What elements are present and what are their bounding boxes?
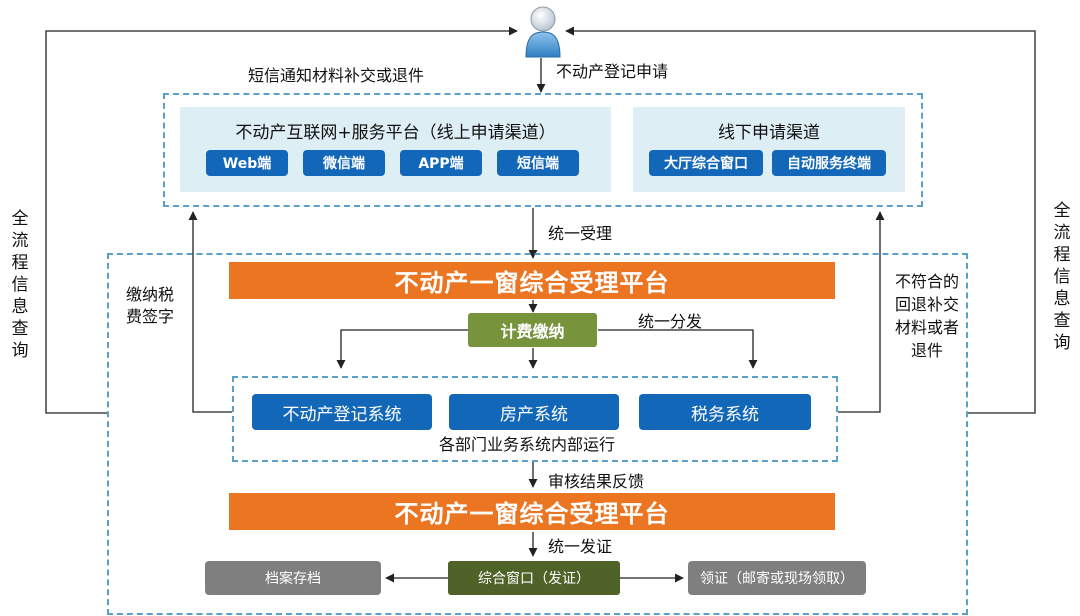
dispatch-right-line — [598, 329, 758, 369]
hall-window-button[interactable]: 大厅综合窗口 — [649, 150, 763, 176]
left-loop-line — [45, 26, 518, 414]
pay-sign-label: 缴纳税费签字 — [126, 284, 188, 328]
web-button[interactable]: Web端 — [206, 150, 288, 176]
review-feedback-label: 审核结果反馈 — [548, 472, 645, 491]
issuing-window-box[interactable]: 综合窗口（发证） — [448, 561, 620, 595]
online-channel-panel — [180, 107, 611, 192]
offline-channel-title: 线下申请渠道 — [718, 123, 820, 143]
pay-sign-line — [188, 211, 232, 413]
fee-payment-box[interactable]: 计费缴纳 — [468, 313, 597, 347]
systems-caption: 各部门业务系统内部运行 — [439, 435, 616, 454]
sms-button[interactable]: 短信端 — [497, 150, 579, 176]
pay-sign-text: 缴纳税费签字 — [126, 285, 175, 326]
unified-accept-label: 统一受理 — [548, 224, 613, 243]
housing-system-box[interactable]: 房产系统 — [449, 394, 619, 430]
dispatch-left-line — [336, 329, 468, 369]
reject-return-text: 不符合的回退补交材料或者退件 — [894, 272, 959, 360]
process-container — [107, 253, 968, 615]
reject-line — [838, 211, 885, 413]
registration-system-box[interactable]: 不动产登记系统 — [252, 394, 432, 430]
right-loop-line — [565, 26, 1036, 414]
full-query-label-right: 全流程信息查询 — [1053, 201, 1071, 353]
sms-notice-label: 短信通知材料补交或退件 — [248, 66, 425, 85]
user-icon — [522, 2, 564, 58]
wechat-button[interactable]: 微信端 — [303, 150, 385, 176]
tax-system-box[interactable]: 税务系统 — [639, 394, 811, 430]
reject-return-label: 不符合的回退补交材料或者退件 — [894, 270, 960, 362]
online-channel-title: 不动产互联网+服务平台（线上申请渠道） — [235, 123, 556, 143]
one-window-platform-bottom: 不动产一窗综合受理平台 — [229, 493, 835, 530]
apply-label: 不动产登记申请 — [556, 62, 669, 81]
one-window-platform-top: 不动产一窗综合受理平台 — [229, 262, 835, 299]
channel-container — [163, 93, 923, 207]
self-service-terminal-button[interactable]: 自动服务终端 — [772, 150, 886, 176]
archive-box[interactable]: 档案存档 — [205, 561, 381, 595]
offline-channel-panel — [633, 107, 905, 192]
unified-issue-label: 统一发证 — [548, 537, 613, 556]
unified-dispatch-label: 统一分发 — [638, 312, 703, 331]
app-button[interactable]: APP端 — [400, 150, 482, 176]
systems-container — [232, 376, 838, 462]
full-query-label-left: 全流程信息查询 — [11, 209, 29, 361]
receive-certificate-box[interactable]: 领证（邮寄或现场领取） — [688, 561, 866, 595]
